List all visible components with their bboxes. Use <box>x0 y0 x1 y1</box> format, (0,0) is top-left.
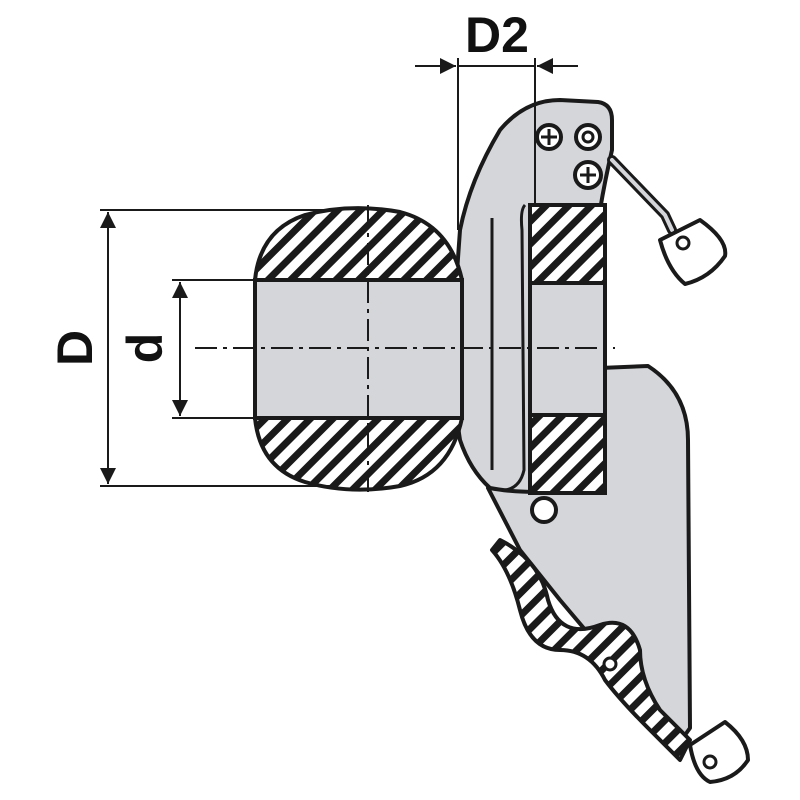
dim-D-label: D <box>47 330 103 366</box>
upper-hook-hole <box>675 235 691 251</box>
screw-right-core <box>581 130 595 144</box>
lower-socket-cup <box>528 413 607 495</box>
lower-catch-hook <box>688 720 750 784</box>
spring-clip-section <box>490 538 692 762</box>
ball-upper-section <box>253 206 464 282</box>
upper-catch-hook <box>658 218 728 286</box>
lower-pin <box>602 656 618 672</box>
dim-d-label: d <box>117 333 173 364</box>
lower-hook-hole <box>702 754 718 770</box>
ball-lower-section <box>253 416 464 492</box>
socket-retainer-pin <box>530 496 558 524</box>
upper-socket-cup <box>528 203 607 285</box>
dim-D2-label: D2 <box>465 7 529 63</box>
screw-lower-cross <box>580 167 596 183</box>
screw-left-cross <box>541 129 557 145</box>
housing-slot-edge <box>504 203 527 492</box>
upper-wire-clip-inner <box>610 158 674 232</box>
